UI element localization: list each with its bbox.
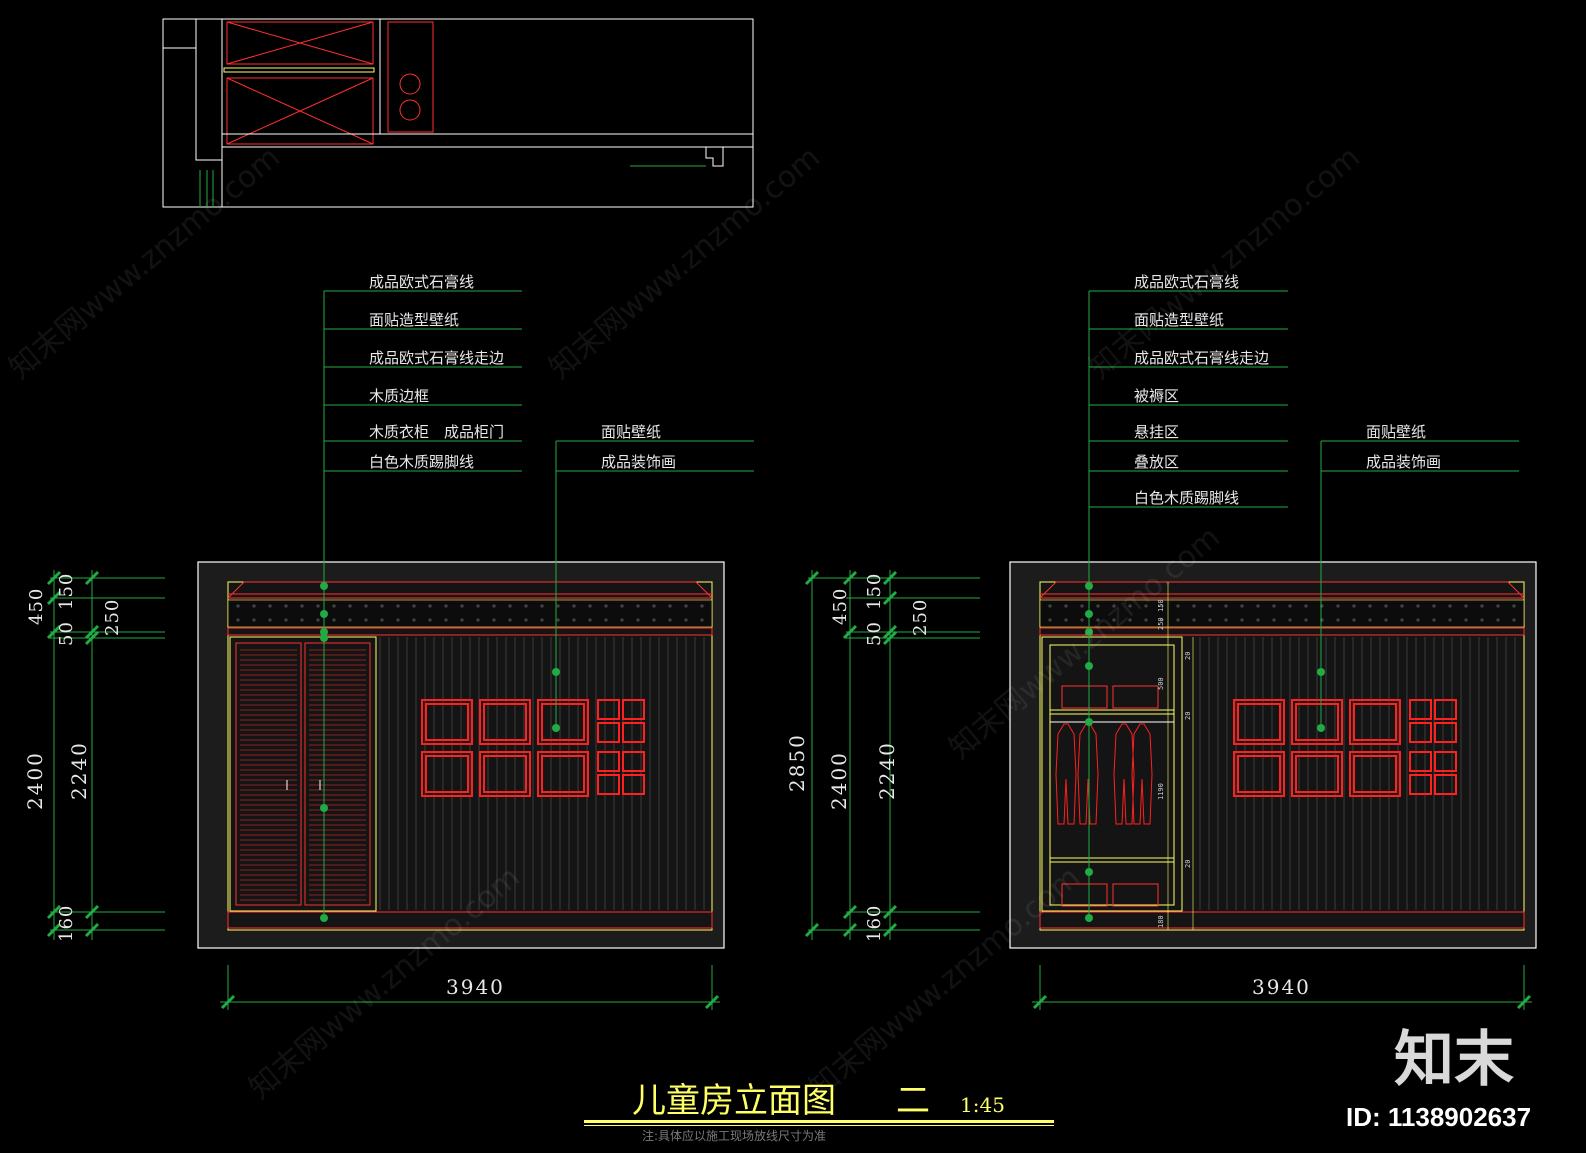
inner-dim-180: 180 — [1157, 915, 1165, 928]
inner-dim-20a: 20 — [1184, 652, 1192, 660]
label-plaster-trim: 成品欧式石膏线走边 — [369, 349, 504, 367]
inner-dim-20b: 20 — [1184, 712, 1192, 720]
label-decor-painting: 成品装饰画 — [601, 453, 676, 471]
label-wallpaper-shaped-2: 面贴造型壁纸 — [1134, 311, 1224, 329]
callouts-right — [1088, 290, 1519, 920]
label-wallpaper-2: 面贴壁纸 — [1366, 423, 1426, 441]
watermark-logo: 知末 — [1394, 1025, 1514, 1095]
plan-view — [162, 18, 754, 208]
dim-ticks-right — [804, 570, 1532, 1010]
inner-dim-150: 150 — [1157, 599, 1165, 612]
dim-250-right: 250 — [910, 599, 931, 636]
leader-dots-left — [320, 582, 560, 922]
elevation-right: 150 250 20 500 20 1190 20 180 — [1009, 561, 1537, 949]
label-bedding-area: 被褥区 — [1134, 387, 1179, 405]
elevation-left — [197, 561, 725, 949]
drawing-scale: 1:45 — [960, 1093, 1005, 1117]
label-skirting-2: 白色木质踢脚线 — [1134, 489, 1239, 507]
dim-450-left: 450 — [26, 588, 47, 625]
dim-160-right: 160 — [864, 905, 885, 942]
drawing-title: 儿童房立面图 — [632, 1081, 836, 1121]
dim-450-right: 450 — [830, 588, 851, 625]
label-hanging-area: 悬挂区 — [1134, 423, 1179, 441]
inner-dim-20c: 20 — [1184, 860, 1192, 868]
label-plaster-trim-2: 成品欧式石膏线走边 — [1134, 349, 1269, 367]
dim-width-right: 3940 — [1252, 975, 1311, 999]
dim-50-left: 50 — [56, 621, 77, 646]
label-skirting: 白色木质踢脚线 — [369, 453, 474, 471]
inner-dim-500: 500 — [1157, 677, 1165, 690]
inner-dim-1190: 1190 — [1157, 783, 1165, 800]
label-folding-area: 叠放区 — [1134, 453, 1179, 471]
drawing-title-suffix: 二 — [896, 1081, 930, 1121]
svg-text:知末网www.znzmo.com: 知末网www.znzmo.com — [803, 860, 1087, 1106]
dim-150-right: 150 — [864, 573, 885, 610]
dim-width-left: 3940 — [446, 975, 505, 999]
drawing-note: 注:具体应以施工现场放线尺寸为准 — [642, 1128, 826, 1143]
dim-ticks-left — [46, 570, 720, 1010]
label-wardrobe: 木质衣柜 成品柜门 — [369, 423, 504, 441]
dim-2240-right: 2240 — [875, 741, 899, 800]
svg-text:知末网www.znzmo.com: 知末网www.znzmo.com — [3, 140, 287, 386]
dim-250-left: 250 — [102, 599, 123, 636]
dim-2240-left: 2240 — [67, 741, 91, 800]
callouts-left — [323, 290, 754, 920]
label-wallpaper-shaped: 面贴造型壁纸 — [369, 311, 459, 329]
inner-dim-250: 250 — [1157, 617, 1165, 630]
label-wallpaper: 面贴壁纸 — [601, 423, 661, 441]
dim-2400-left: 2400 — [23, 751, 47, 810]
label-plaster-cornice: 成品欧式石膏线 — [369, 273, 474, 291]
leader-dots-right — [1085, 582, 1325, 922]
dim-2400-right: 2400 — [827, 751, 851, 810]
dim-50-right: 50 — [864, 621, 885, 646]
label-wood-frame: 木质边框 — [369, 387, 429, 405]
dim-2850-right: 2850 — [785, 733, 809, 792]
svg-text:知末网www.znzmo.com: 知末网www.znzmo.com — [543, 140, 827, 386]
dim-160-left: 160 — [56, 905, 77, 942]
title-block: 儿童房立面图 二 1:45 注:具体应以施工现场放线尺寸为准 — [584, 1081, 1054, 1143]
label-plaster-cornice-2: 成品欧式石膏线 — [1134, 273, 1239, 291]
label-decor-painting-2: 成品装饰画 — [1366, 453, 1441, 471]
dim-150-left: 150 — [56, 573, 77, 610]
watermark-id: ID: 1138902637 — [1346, 1102, 1531, 1132]
